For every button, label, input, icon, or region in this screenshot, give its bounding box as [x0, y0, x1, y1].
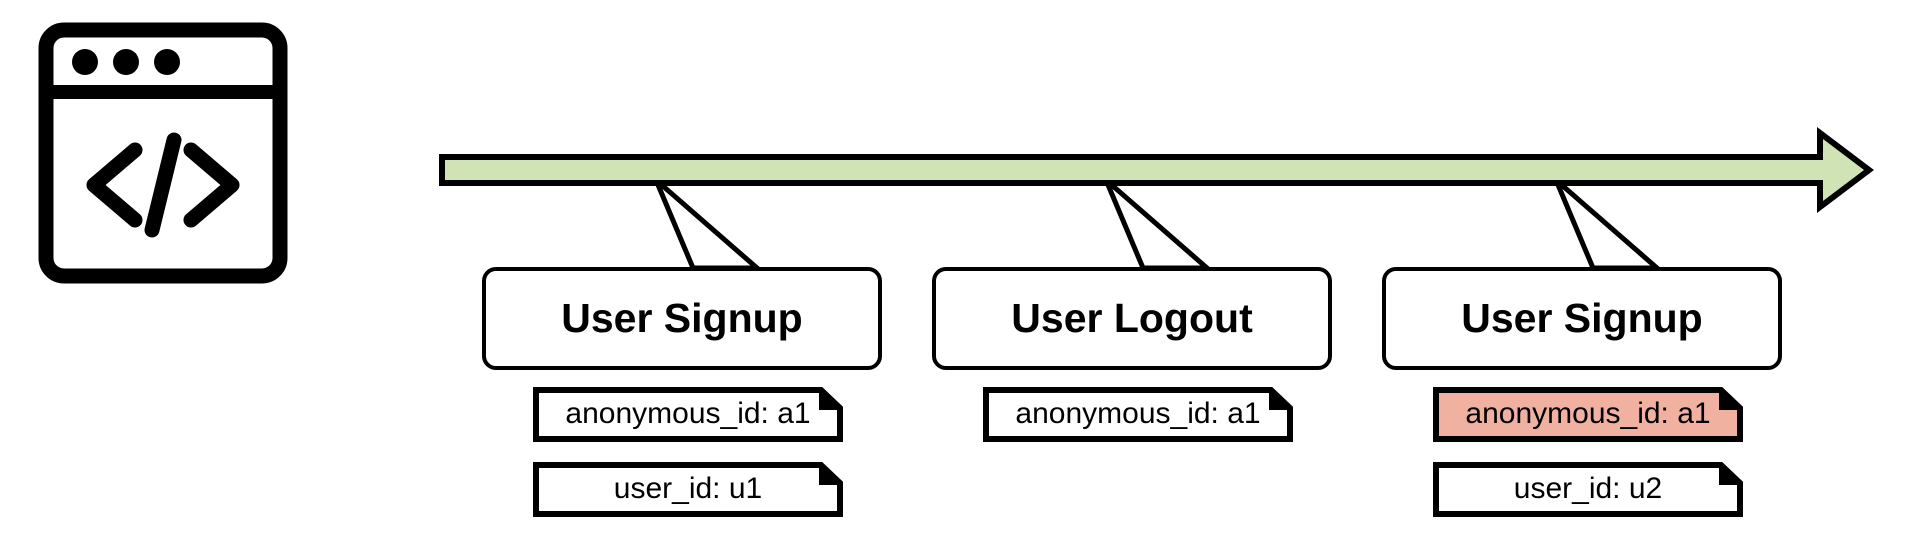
- callout-tail: [1103, 178, 1214, 271]
- note-shape: [1433, 387, 1743, 442]
- event-box-user-signup-2[interactable]: User Signup: [1382, 267, 1782, 370]
- event-label: User Signup: [1461, 295, 1703, 341]
- property-note-anonymous-id-2[interactable]: anonymous_id: a1: [983, 387, 1293, 442]
- property-note-anonymous-id-1[interactable]: anonymous_id: a1: [533, 387, 843, 442]
- property-note-user-id-2[interactable]: user_id: u2: [1433, 462, 1743, 517]
- property-text: anonymous_id: a1: [565, 396, 811, 430]
- event-box-user-signup-1[interactable]: User Signup: [482, 267, 882, 370]
- property-note-user-id-1[interactable]: user_id: u1: [533, 462, 843, 517]
- code-window-icon: [38, 22, 288, 284]
- note-shape: [533, 387, 843, 442]
- note-shape: [1433, 462, 1743, 517]
- note-body: [533, 462, 843, 517]
- code-angle-brackets-icon: [86, 132, 240, 238]
- property-text: anonymous_id: a1: [1465, 396, 1711, 430]
- note-body: [533, 387, 843, 442]
- event-label: User Signup: [561, 295, 803, 341]
- property-text: user_id: u2: [1513, 471, 1663, 505]
- time-arrow: [439, 126, 1874, 214]
- note-body: [1433, 462, 1743, 517]
- note-fold-corner-icon: [1719, 462, 1743, 485]
- callout-tails: [653, 178, 1664, 271]
- note-fold-corner-icon: [819, 462, 843, 485]
- property-text: anonymous_id: a1: [1015, 396, 1261, 430]
- property-note-anonymous-id-3[interactable]: anonymous_id: a1: [1433, 387, 1743, 442]
- callout-tail: [1553, 178, 1664, 271]
- event-label: User Logout: [1011, 295, 1253, 341]
- note-body: [983, 387, 1293, 442]
- note-body-highlighted: [1433, 387, 1743, 442]
- note-fold-corner-icon: [1269, 387, 1293, 410]
- window-dot-icon: [154, 49, 180, 75]
- note-fold-corner-icon: [1719, 387, 1743, 410]
- note-shape: [983, 387, 1293, 442]
- window-dot-icon: [113, 49, 139, 75]
- callout-tail: [653, 178, 764, 271]
- window-dot-icon: [72, 49, 98, 75]
- note-fold-corner-icon: [819, 387, 843, 410]
- event-box-user-logout[interactable]: User Logout: [932, 267, 1332, 370]
- note-shape: [533, 462, 843, 517]
- property-text: user_id: u1: [613, 471, 763, 505]
